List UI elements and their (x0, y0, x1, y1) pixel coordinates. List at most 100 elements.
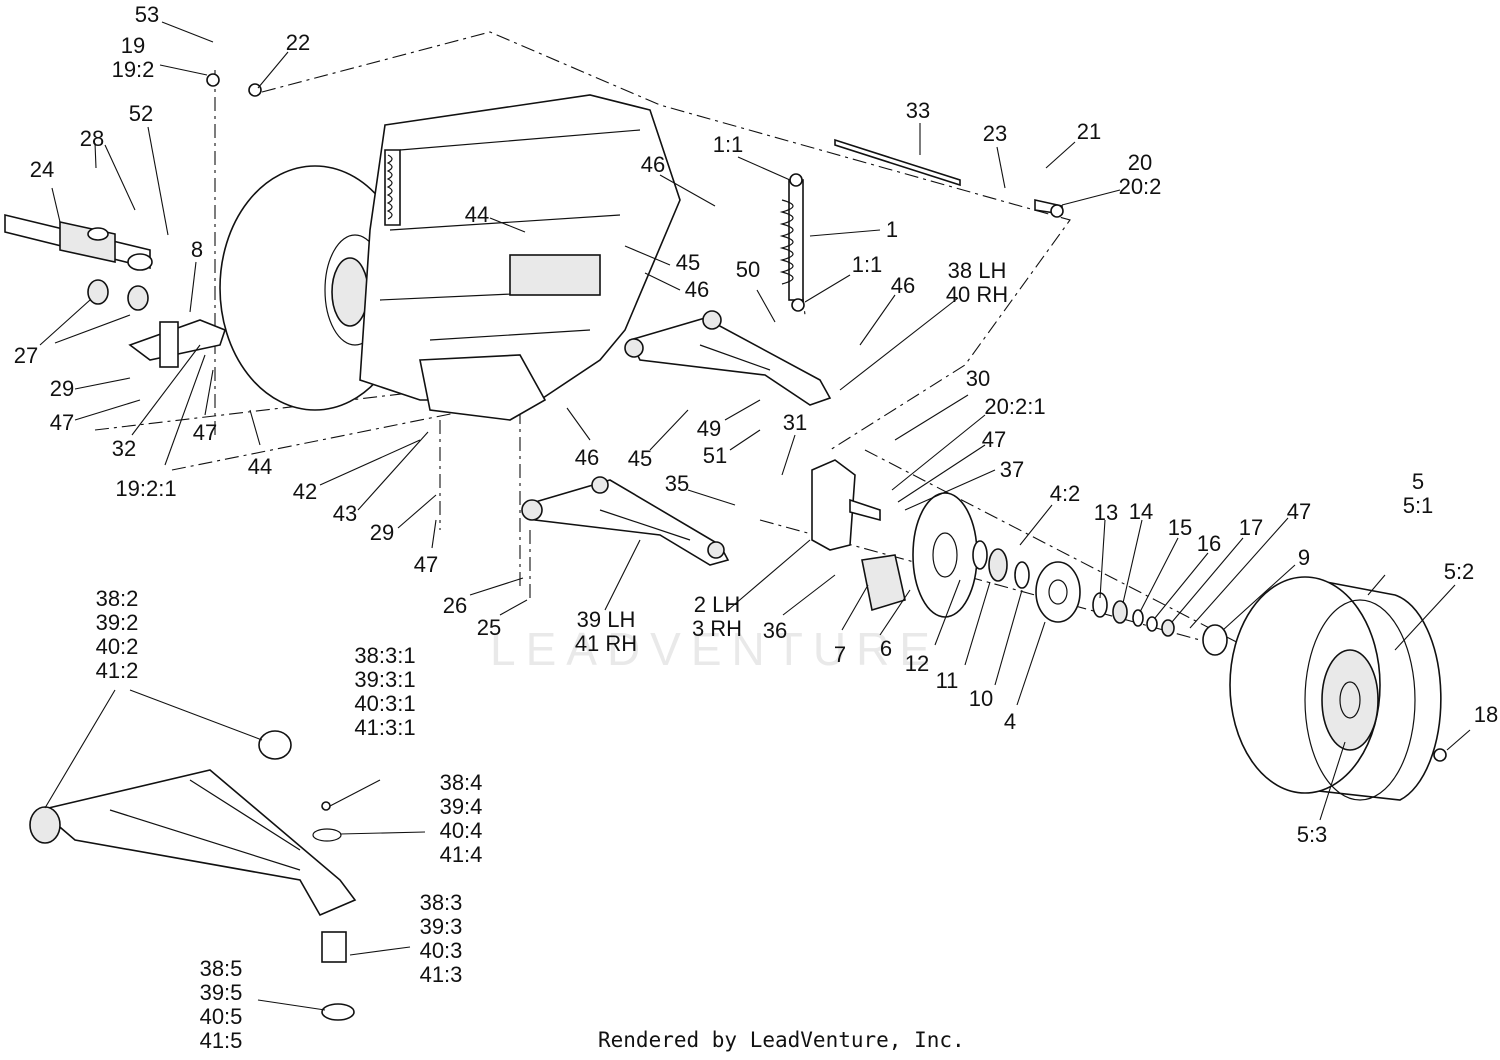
chassis-frame (359, 94, 681, 421)
callout-label: 5:2 (1444, 559, 1475, 584)
callout-line: 1:1 (852, 252, 883, 277)
callout-label: 1:1 (852, 252, 883, 277)
callout-line: 19 (121, 33, 145, 58)
callout-label: 50 (736, 257, 760, 282)
callout-line: 23 (983, 121, 1007, 146)
callout-label: 37 (1000, 457, 1024, 482)
callout-label: 15 (1168, 515, 1192, 540)
callout-label: 46 (575, 445, 599, 470)
callout-label: 22 (286, 30, 310, 55)
callout-label: 25 (477, 615, 501, 640)
callout-label: 28 (80, 126, 104, 151)
callout-label: 4 (1004, 709, 1016, 734)
callout-line: 30 (966, 366, 990, 391)
callout-label: 36 (763, 618, 787, 643)
callout-line: 45 (676, 250, 700, 275)
callout-label: 45 (628, 446, 652, 471)
callout-line: 13 (1094, 500, 1118, 525)
callout-label: 5:3 (1297, 822, 1328, 847)
callout-line: 39 LH (577, 607, 636, 632)
callout-line: 37 (1000, 457, 1024, 482)
callout-label: 13 (1094, 500, 1118, 525)
brake-disc (912, 492, 978, 618)
callout-line: 5:1 (1403, 493, 1434, 518)
callout-label: 47 (414, 552, 438, 577)
control-arm-detail (29, 730, 357, 1021)
callout-line: 39:5 (200, 980, 243, 1005)
callout-label: 23 (983, 121, 1007, 146)
callout-label: 44 (465, 202, 489, 227)
callout-line: 19:2:1 (115, 476, 176, 501)
callout-line: 47 (50, 410, 74, 435)
upper-control-arm (624, 310, 832, 406)
callout-line: 50 (736, 257, 760, 282)
steering-rack (4, 213, 153, 271)
callout-line: 39:2 (96, 610, 139, 635)
callout-label: 1 (886, 217, 898, 242)
callout-label: 29 (370, 520, 394, 545)
callout-label: 9 (1298, 545, 1310, 570)
leader-lines (39, 21, 1471, 1011)
callout-label: 17 (1239, 515, 1263, 540)
callout-line: 41:3 (420, 962, 463, 987)
callout-line: 47 (193, 420, 217, 445)
callout-line: 7 (834, 642, 846, 667)
callout-line: 10 (969, 686, 993, 711)
callout-line: 38 LH (948, 258, 1007, 283)
callout-line: 44 (248, 454, 272, 479)
callout-line: 1:1 (713, 132, 744, 157)
callout-line: 5:3 (1297, 822, 1328, 847)
callout-line: 2 LH (694, 592, 740, 617)
callout-label: 29 (50, 376, 74, 401)
callout-label: 46 (891, 273, 915, 298)
callout-label: 47 (50, 410, 74, 435)
callout-label: 1:1 (713, 132, 744, 157)
callout-line: 39:3:1 (354, 667, 415, 692)
callout-line: 46 (891, 273, 915, 298)
callout-line: 46 (641, 152, 665, 177)
callout-label: 42 (293, 479, 317, 504)
callout-label: 10 (969, 686, 993, 711)
callout-label: 31 (783, 410, 807, 435)
callout-line: 40:4 (440, 818, 483, 843)
callout-line: 39:4 (440, 794, 483, 819)
shock-absorber (779, 173, 805, 312)
callout-line: 45 (628, 446, 652, 471)
callout-line: 38:3 (420, 890, 463, 915)
callout-line: 8 (191, 237, 203, 262)
callout-line: 5 (1412, 469, 1424, 494)
wheel-hub (1035, 561, 1081, 623)
callout-label: 24 (30, 157, 54, 182)
callout-label: 12 (905, 651, 929, 676)
callout-label: 43 (333, 501, 357, 526)
callout-label: 33 (906, 98, 930, 123)
callout-label: 19:2:1 (115, 476, 176, 501)
callout-line: 41 RH (575, 631, 637, 656)
callout-label: 8 (191, 237, 203, 262)
callout-label: 4:2 (1050, 481, 1081, 506)
callout-line: 52 (129, 101, 153, 126)
callout-label: 52 (129, 101, 153, 126)
callout-line: 49 (697, 416, 721, 441)
callout-line: 35 (665, 471, 689, 496)
callout-line: 40:5 (200, 1004, 243, 1029)
callout-label: 16 (1197, 531, 1221, 556)
callout-label: 46 (641, 152, 665, 177)
callout-line: 43 (333, 501, 357, 526)
callout-line: 46 (685, 277, 709, 302)
callout-line: 31 (783, 410, 807, 435)
callout-line: 15 (1168, 515, 1192, 540)
callout-line: 3 RH (692, 616, 742, 641)
callout-label: 20:2:1 (984, 394, 1045, 419)
callout-label: 21 (1077, 119, 1101, 144)
callout-line: 51 (703, 443, 727, 468)
callout-line: 42 (293, 479, 317, 504)
callout-line: 40 RH (946, 282, 1008, 307)
callout-line: 53 (135, 2, 159, 27)
